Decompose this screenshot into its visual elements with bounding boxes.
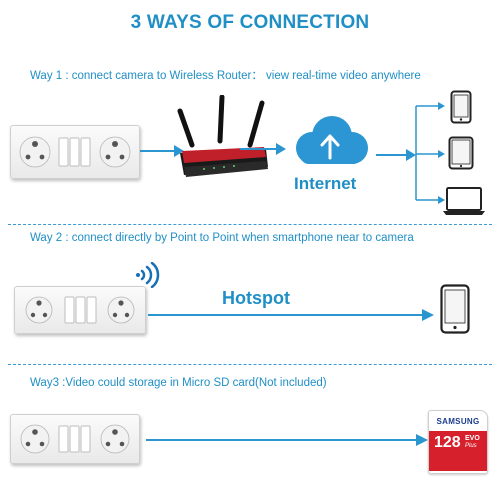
wireless-router-icon (177, 95, 268, 177)
wall-switch-plate-2 (14, 286, 146, 334)
smartphone-icon (450, 90, 472, 124)
smartphone-icon (440, 284, 470, 334)
arrow-to-sd-card (146, 434, 428, 446)
way1-caption: Way 1 : connect camera to Wireless Route… (30, 70, 421, 82)
section-divider-2 (8, 364, 492, 365)
internet-label: Internet (294, 174, 357, 193)
page-title: 3 WAYS OF CONNECTION (130, 12, 370, 33)
wall-switch-plate-3 (10, 414, 140, 464)
wifi-signal-icon (136, 262, 160, 288)
sd-card-plus: Plus (465, 443, 477, 449)
sd-card-brand: SAMSUNG (436, 417, 480, 426)
sd-card-label-band: 128 EVO Plus (429, 431, 487, 471)
arrow-to-router (140, 145, 184, 157)
arrow-to-devices (376, 149, 416, 161)
tablet-icon (448, 136, 474, 170)
section-divider-1 (8, 224, 492, 225)
switch-socket-icon (19, 136, 131, 168)
laptop-icon (443, 187, 485, 215)
wall-switch-plate-1 (10, 125, 140, 179)
way2-caption: Way 2 : connect directly by Point to Poi… (30, 232, 414, 244)
way3-caption: Way3 :Video could storage in Micro SD ca… (30, 377, 327, 389)
hotspot-label: Hotspot (222, 288, 290, 308)
switch-socket-icon (25, 296, 135, 324)
arrow-to-cloud (240, 143, 286, 155)
micro-sd-card: SAMSUNG 128 EVO Plus (428, 410, 488, 474)
sd-card-capacity: 128 (434, 434, 461, 451)
cloud-icon (296, 116, 368, 164)
sd-card-series: EVO (465, 435, 480, 442)
arrow-to-phone (148, 309, 434, 321)
switch-socket-icon (20, 424, 130, 454)
device-branch-connector (415, 102, 445, 204)
